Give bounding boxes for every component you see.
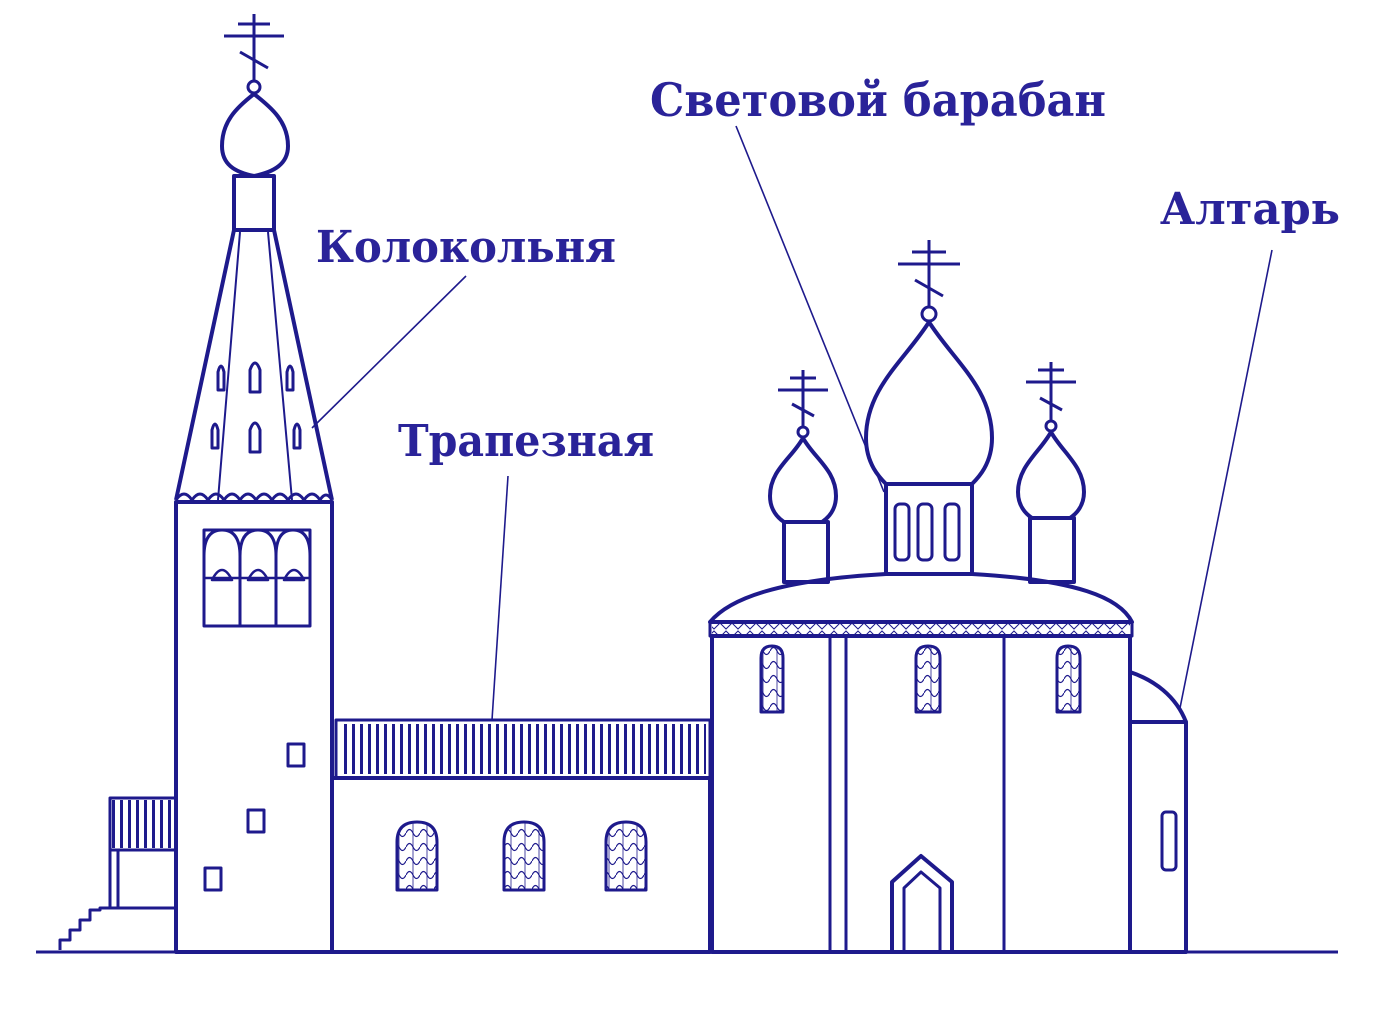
refectory-windows: [395, 820, 648, 892]
bell-tower-dome: [220, 92, 290, 178]
tower-window: [246, 808, 266, 834]
leader-lines: [311, 125, 1273, 721]
light-drum-leader: [735, 125, 885, 493]
tower-window: [203, 866, 223, 892]
altar-leader: [1179, 249, 1273, 709]
central-cross-icon: [898, 240, 960, 323]
bell-tower-leader: [311, 275, 467, 429]
porch-stairs: [58, 906, 176, 950]
bell-tower-tent: [174, 228, 334, 501]
bell-tower-body: [174, 500, 334, 954]
main-church: [708, 240, 1134, 954]
apse-roof: [1129, 670, 1188, 723]
refectory-label: Трапезная: [398, 416, 654, 467]
tent-windows: [210, 361, 302, 454]
bell-tower: [174, 14, 334, 954]
left-dome: [768, 436, 838, 524]
tent-base-scallops: [174, 492, 334, 502]
right-dome: [1016, 430, 1086, 520]
bell-tower-drum: [232, 174, 276, 232]
apse: [1128, 670, 1188, 954]
right-drum: [1028, 516, 1076, 584]
refectory: [330, 718, 712, 954]
church-windows: [759, 644, 1082, 714]
bell-tower-cross-icon: [224, 14, 284, 95]
church-portal: [890, 854, 954, 952]
left-drum: [782, 520, 830, 584]
apse-window: [1160, 810, 1178, 872]
altar-label: Алтарь: [1160, 184, 1340, 235]
bell-icon: [204, 568, 310, 582]
central-dome: [864, 320, 994, 486]
refectory-leader: [491, 475, 509, 721]
light-drum-label: Световой барабан: [650, 73, 1106, 127]
left-cross-icon: [778, 370, 828, 439]
porch: [58, 796, 178, 950]
church-roof: [708, 572, 1134, 624]
bell-tower-label: Колокольня: [316, 222, 616, 273]
apse-body: [1128, 720, 1188, 954]
tower-window: [286, 742, 306, 768]
light-drum-windows: [893, 502, 961, 562]
right-cross-icon: [1026, 362, 1076, 433]
